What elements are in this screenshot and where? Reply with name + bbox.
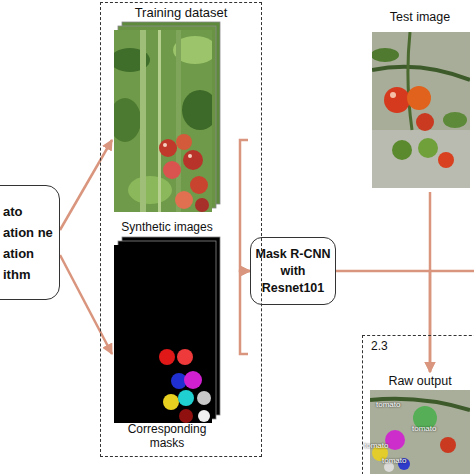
node-text: Corresponding masks <box>112 422 222 450</box>
continuing-wire <box>430 270 474 273</box>
flow-arrow <box>429 192 432 372</box>
image-node: Synthetic images <box>112 22 222 234</box>
node-text: Mask R-CNN with Resnet101 <box>255 246 331 297</box>
art-shape <box>372 130 470 188</box>
art-shape <box>163 161 181 179</box>
art-shape <box>128 176 172 204</box>
art-shape <box>159 139 177 157</box>
art-shape <box>438 152 454 168</box>
art-shape <box>176 30 181 212</box>
art-shape <box>370 390 470 474</box>
process-box: ato ation ne ation ithm <box>0 185 60 300</box>
node-text: 2.3 <box>371 339 388 353</box>
art-shape <box>163 394 179 410</box>
process-box: Mask R-CNN with Resnet101 <box>250 237 336 305</box>
art-shape <box>443 112 467 128</box>
flow-arrow <box>240 140 250 271</box>
test-photo <box>372 32 470 188</box>
detection-label: tomato <box>364 441 388 450</box>
node-text: Raw output <box>388 374 451 389</box>
art-shape <box>392 140 412 160</box>
image-node: Test image <box>368 4 472 192</box>
art-shape <box>384 87 410 113</box>
art-shape <box>390 92 396 98</box>
art-shape <box>188 154 192 158</box>
art-shape <box>372 48 399 62</box>
art-shape <box>183 150 203 170</box>
art-shape <box>114 245 212 423</box>
raw-output-photo <box>370 390 470 474</box>
art-shape <box>158 30 161 212</box>
art-shape <box>372 67 470 80</box>
node-text: Training dataset <box>135 5 228 21</box>
art-shape <box>198 410 210 422</box>
mask-stack <box>114 237 220 423</box>
flow-arrow <box>240 271 250 354</box>
group-box: Synthetic imagesCorresponding masks Train… <box>100 2 262 457</box>
art-shape <box>114 98 141 142</box>
node-text: ato ation ne ation ithm <box>3 201 53 285</box>
art-shape <box>418 138 438 158</box>
flow-arrow <box>336 271 430 372</box>
art-shape <box>184 371 202 389</box>
image-node: Corresponding masks <box>112 236 222 450</box>
art-shape <box>177 349 193 365</box>
flow-arrow <box>60 255 112 354</box>
flow-arrow <box>60 140 112 230</box>
art-shape <box>195 198 209 212</box>
art-shape <box>440 437 456 453</box>
art-shape <box>190 176 208 194</box>
art-shape <box>176 134 192 150</box>
node-text: Test image <box>390 10 450 25</box>
node-text: Synthetic images <box>121 220 212 234</box>
art-shape <box>408 32 412 130</box>
synthetic-photo-stack <box>109 22 220 212</box>
art-shape <box>182 90 212 130</box>
detection-label: tomato <box>382 456 406 465</box>
art-shape <box>178 390 194 406</box>
art-shape <box>372 32 470 188</box>
detection-label: tomato <box>412 424 436 433</box>
art-shape <box>407 86 431 110</box>
art-shape <box>159 349 175 365</box>
art-shape <box>140 30 146 212</box>
art-shape <box>197 391 211 405</box>
art-shape <box>163 143 167 147</box>
art-shape <box>179 409 193 423</box>
art-shape <box>416 113 434 131</box>
art-shape <box>114 30 212 212</box>
art-shape <box>175 191 193 209</box>
detection-label: tomato <box>376 400 400 409</box>
